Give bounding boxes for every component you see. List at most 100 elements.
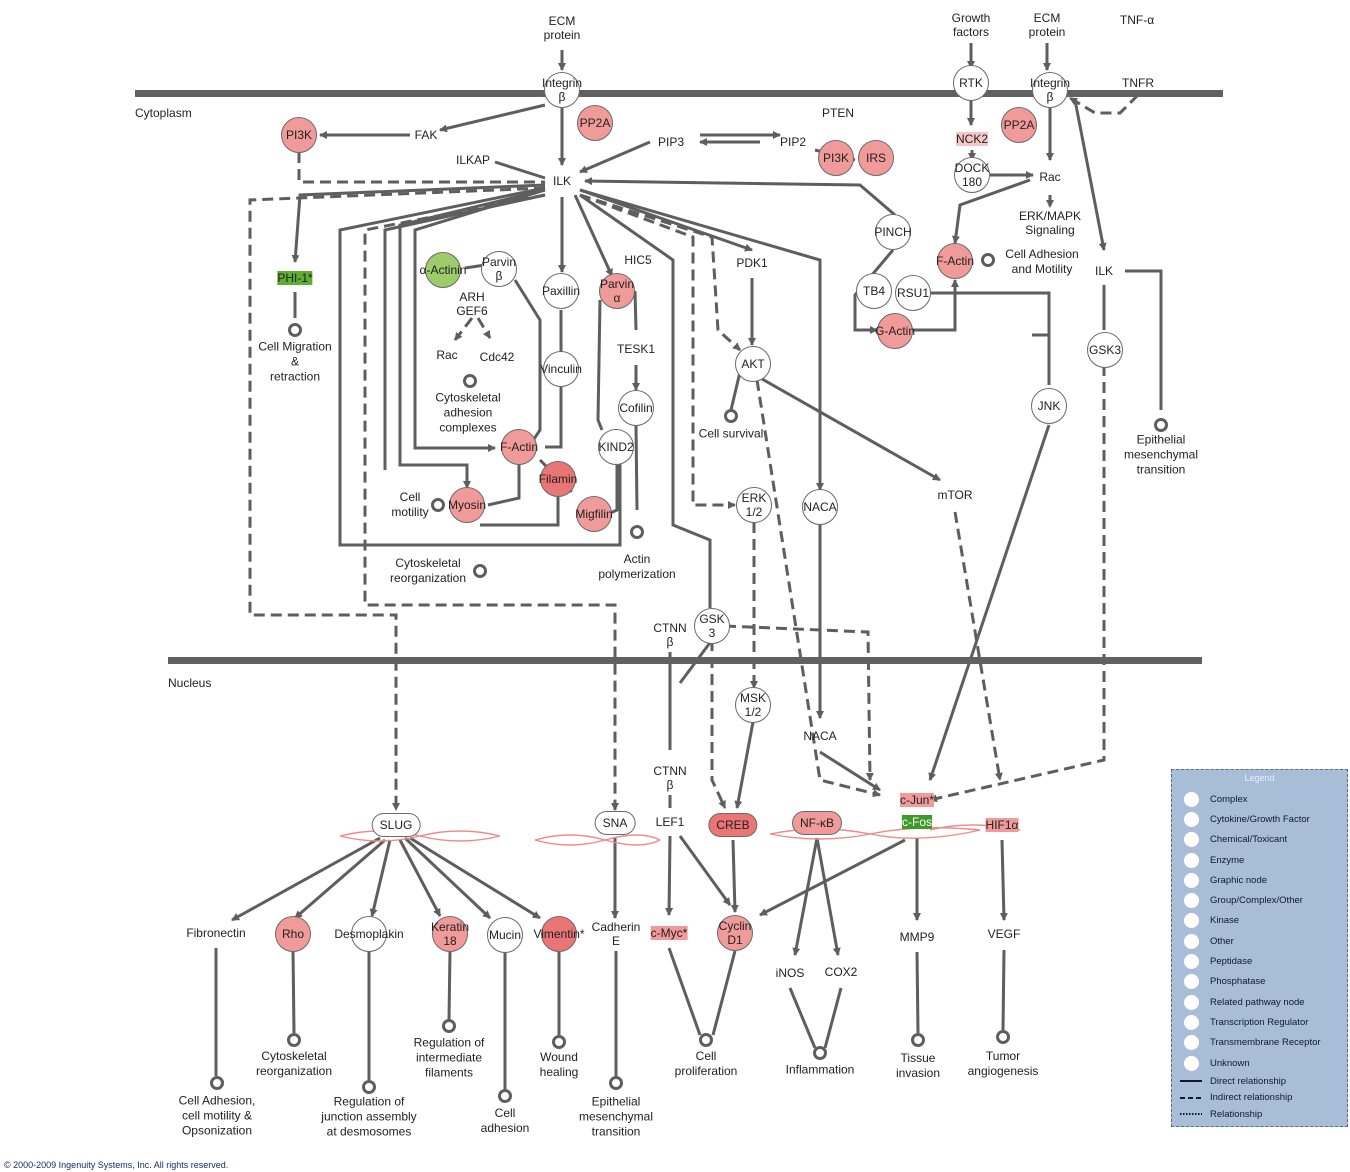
node-vimentin[interactable]: Vimentin* — [533, 916, 585, 952]
node-pi3k1[interactable]: PI3K — [281, 117, 317, 153]
node-creb[interactable]: CREB — [708, 813, 758, 837]
node-tnfr[interactable]: TNFR — [1122, 76, 1154, 90]
node-parvinb[interactable]: Parvin β — [481, 251, 517, 287]
edge-48 — [545, 386, 563, 449]
function-emt2: Epithelial mesenchymal transition — [578, 1094, 654, 1139]
node-slug[interactable]: SLUG — [371, 813, 421, 837]
node-nfkb[interactable]: NF-κB — [792, 811, 842, 835]
edge-33 — [579, 193, 742, 352]
node-dock180[interactable]: DOCK 180 — [954, 157, 990, 193]
node-growth[interactable]: Growth factors — [951, 11, 991, 39]
node-pp2a1[interactable]: PP2A — [577, 105, 613, 141]
function-cell-adhesion: Cell adhesion — [480, 1106, 530, 1135]
node-ecm2[interactable]: ECM protein — [1028, 11, 1066, 39]
legend-item-label: Transmembrane Receptor — [1210, 1037, 1321, 1049]
function-cell-adhesion-motility: Cell Adhesion and Motility — [1005, 247, 1079, 276]
edge-70 — [665, 835, 674, 916]
node-tb4[interactable]: TB4 — [856, 273, 892, 309]
node-factin2[interactable]: F-Actin — [500, 429, 538, 465]
node-naca1[interactable]: NACA — [802, 489, 838, 525]
node-arhgef6[interactable]: ARH GEF6 — [456, 290, 488, 318]
node-rsu1[interactable]: RSU1 — [895, 275, 931, 311]
node-rac1[interactable]: Rac — [1039, 170, 1061, 184]
node-hic5[interactable]: HIC5 — [624, 253, 652, 267]
node-vegf[interactable]: VEGF — [987, 927, 1021, 941]
node-cofilin[interactable]: Cofilin — [618, 390, 654, 426]
node-cyclind1[interactable]: Cyclin D1 — [717, 915, 753, 951]
legend-shape-icon — [1172, 893, 1210, 909]
edge-49 — [633, 290, 638, 331]
node-tnfa[interactable]: TNF-α — [1119, 13, 1155, 27]
node-jnk[interactable]: JNK — [1031, 388, 1067, 424]
node-desmoplakin[interactable]: Desmoplakin — [334, 916, 404, 952]
node-vinculin[interactable]: Vinculin — [540, 351, 582, 387]
node-erkmapk[interactable]: ERK/MAPK Signaling — [1018, 209, 1082, 237]
node-pi3k2[interactable]: PI3K — [818, 140, 854, 176]
node-actinin[interactable]: α-Actinin — [420, 252, 466, 288]
node-lef1[interactable]: LEF1 — [655, 815, 685, 829]
legend-row: Cytokine/Growth Factor — [1172, 809, 1347, 829]
node-phi1[interactable]: PHI-1* — [277, 271, 313, 285]
node-pip3[interactable]: PIP3 — [657, 135, 685, 149]
node-integrin2[interactable]: Integrin β — [1030, 72, 1070, 108]
legend-item-label: Chemical/Toxicant — [1210, 834, 1288, 846]
node-cmyc[interactable]: c-Myc* — [650, 926, 688, 940]
node-nck2[interactable]: NCK2 — [955, 132, 989, 146]
edge-14 — [929, 365, 1106, 803]
node-inos[interactable]: iNOS — [775, 966, 805, 980]
node-gsk3b[interactable]: GSK 3 — [694, 608, 730, 644]
node-rac2[interactable]: Rac — [436, 348, 458, 362]
function-terminal-tissue-invasion — [911, 1033, 925, 1047]
node-filamin[interactable]: Filamin — [539, 461, 577, 497]
node-tesk1[interactable]: TESK1 — [616, 342, 656, 356]
node-ilk2[interactable]: ILK — [1094, 264, 1114, 278]
node-cox2[interactable]: COX2 — [824, 965, 858, 979]
edge-88 — [447, 950, 452, 1021]
node-mucin[interactable]: Mucin — [487, 917, 523, 953]
node-pten[interactable]: PTEN — [821, 106, 855, 120]
node-fibronectin[interactable]: Fibronectin — [186, 926, 246, 940]
node-ctnnb1[interactable]: CTNN β — [653, 621, 687, 649]
node-keratin18[interactable]: Keratin 18 — [431, 916, 469, 952]
node-myosin[interactable]: Myosin — [448, 487, 486, 523]
node-integrin1[interactable]: Integrin β — [542, 72, 582, 108]
node-gactin[interactable]: G-Actin — [875, 313, 915, 349]
node-mtor[interactable]: mTOR — [937, 488, 973, 502]
node-pip2[interactable]: PIP2 — [779, 135, 807, 149]
node-ctnnb2[interactable]: CTNN β — [653, 764, 687, 792]
node-parvina[interactable]: Parvin α — [599, 273, 635, 309]
node-cjun[interactable]: c-Jun* — [899, 793, 935, 807]
legend-shape-icon — [1172, 1035, 1210, 1051]
edge-25 — [579, 140, 651, 174]
node-pp2a2[interactable]: PP2A — [1001, 107, 1037, 143]
node-cadherine[interactable]: Cadherin E — [591, 920, 641, 948]
node-hif1a[interactable]: HIF1α — [985, 818, 1019, 832]
node-ilkap[interactable]: ILKAP — [455, 153, 491, 167]
node-ecm1[interactable]: ECM protein — [543, 14, 581, 42]
node-cfos[interactable]: c-Fos — [902, 815, 932, 829]
edge-83 — [409, 836, 541, 920]
node-mmp9[interactable]: MMP9 — [899, 930, 935, 944]
node-akt[interactable]: AKT — [735, 346, 771, 382]
edges-layer — [210, 43, 1168, 1103]
node-paxillin[interactable]: Paxillin — [542, 273, 580, 309]
node-gsk3a[interactable]: GSK3 — [1087, 332, 1123, 368]
node-factin1[interactable]: F-Actin — [936, 243, 974, 279]
node-fak[interactable]: FAK — [414, 128, 438, 142]
legend-title: Legend — [1244, 773, 1275, 783]
function-cell-motility: Cell motility — [391, 490, 429, 519]
node-msk12[interactable]: MSK 1/2 — [735, 687, 771, 723]
node-pinch[interactable]: PINCH — [874, 214, 912, 250]
node-rtk[interactable]: RTK — [953, 65, 989, 101]
node-erk12[interactable]: ERK 1/2 — [736, 487, 772, 523]
node-kind2[interactable]: KIND2 — [598, 429, 634, 465]
node-ilk1[interactable]: ILK — [552, 174, 572, 188]
node-naca2[interactable]: NACA — [803, 729, 837, 743]
node-rho[interactable]: Rho — [275, 916, 311, 952]
node-migfilin[interactable]: Migfilin — [575, 496, 613, 532]
node-pdk1[interactable]: PDK1 — [736, 256, 768, 270]
edge-55 — [487, 462, 521, 507]
node-irs[interactable]: IRS — [858, 140, 894, 176]
node-sna[interactable]: SNA — [594, 811, 636, 835]
node-cdc42[interactable]: Cdc42 — [479, 350, 515, 364]
